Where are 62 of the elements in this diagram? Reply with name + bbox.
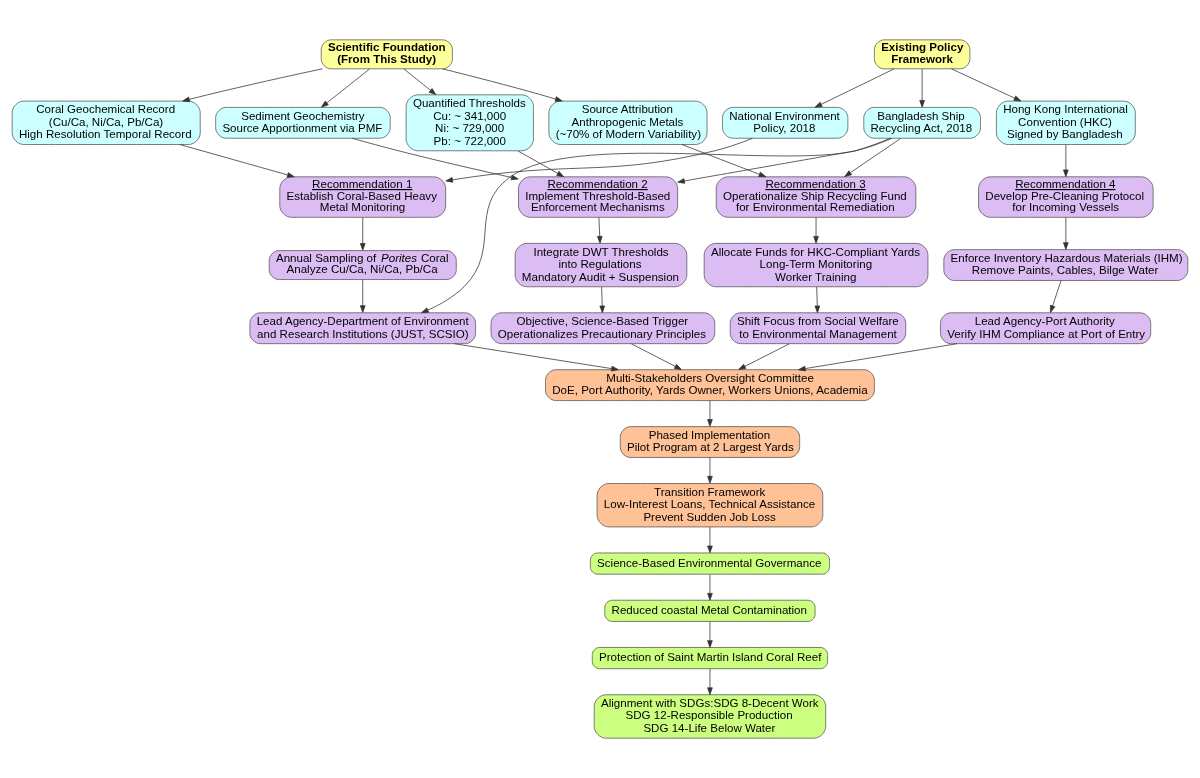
arrow — [798, 343, 958, 372]
arrow — [707, 457, 713, 484]
node-box: Reduced coastal Metal Contamination — [604, 599, 816, 622]
node-box: Recommendation 4 Develop Pre-Cleaning Protocol for Incoming Vessels — [978, 176, 1154, 218]
arrow — [421, 137, 893, 314]
node-box: Source Attribution Anthropogenic Metals (~70% of Modern Variability) — [548, 100, 708, 145]
node-box: Lead Agency-Port Authority Verify IHM Compliance at Port of Entry — [940, 312, 1152, 345]
node-box: Recommendation 3 Operationalize Ship Recycling Fund for Environmental Remediation — [715, 176, 917, 218]
arrow — [179, 144, 295, 178]
arrow — [442, 68, 563, 102]
arrow — [321, 68, 370, 108]
node-box: Existing Policy Framework — [874, 39, 971, 70]
arrow — [681, 144, 767, 178]
arrow — [844, 138, 902, 177]
node-box: Scientific Foundation (From This Study) — [320, 39, 453, 70]
arrow — [360, 279, 366, 313]
arrow — [599, 286, 605, 314]
arrow — [352, 137, 519, 181]
arrow — [1063, 217, 1069, 250]
node-box: Coral Geochemical Record (Cu/Ca, Ni/Ca, Pb/Ca) High Resolution Temporal Record — [11, 100, 201, 145]
node-box: Objective, Science-Based Trigger Operationalizes Precautionary Principles — [490, 312, 716, 345]
node-box: Lead Agency-Department of Environment and Research Institutions (JUST, SCSIO) — [249, 312, 476, 345]
arrow — [597, 217, 603, 244]
node-box: Phased Implementation Pilot Program at 2 Largest Yards — [619, 426, 801, 458]
node-box: National Environment Policy, 2018 — [722, 107, 849, 139]
arrow — [707, 526, 713, 554]
arrow — [360, 217, 366, 251]
arrow — [677, 137, 891, 184]
node-box: Shift Focus from Social Welfare to Environmental Management — [729, 312, 907, 345]
arrow — [182, 68, 323, 103]
node-box: Quantified Thresholds Cu: ~ 341,000 Ni: ~ 729,000 Pb: ~ 722,000 — [405, 94, 534, 152]
node-box: Recommendation 2 Implement Threshold-Based Enforcement Mechanisms — [518, 176, 679, 218]
arrow — [445, 137, 753, 183]
node-box: Science-Based Environmental Govermance — [589, 552, 830, 575]
arrow — [951, 68, 1022, 102]
arrow — [707, 621, 713, 648]
node-box: Annual Sampling of Porites Coral Analyze Cu/Ca, Ni/Ca, Pb/Ca — [268, 250, 457, 280]
arrow — [814, 286, 821, 314]
arrow — [630, 343, 682, 370]
node-box: Sediment Geochemistry Source Apportionment via PMF — [215, 107, 391, 139]
arrow — [403, 68, 437, 95]
node-box: Integrate DWT Thresholds into Regulations Mandatory Audit + Suspension — [514, 242, 688, 288]
arrow — [707, 574, 713, 601]
node-box: Protection of Saint Martin Island Coral Reef — [591, 647, 828, 670]
arrow — [738, 343, 790, 370]
arrow — [707, 400, 713, 427]
arrow — [814, 68, 895, 108]
node-box: Transition Framework Low-Interest Loans, Technical Assistance Prevent Sudden Job Loss — [596, 483, 824, 528]
node-box: Hong Kong International Convention (HKC) Signed by Bangladesh — [996, 100, 1136, 145]
node-box: Allocate Funds for HKC-Compliant Yards Long-Term Monitoring Worker Training — [703, 242, 929, 288]
arrow — [707, 668, 713, 695]
arrow — [517, 150, 565, 178]
arrow — [919, 68, 925, 108]
arrow — [1063, 144, 1069, 178]
arrow — [1050, 280, 1062, 313]
node-box: Bangladesh Ship Recycling Act, 2018 — [863, 107, 981, 139]
node-box: Alignment with SDGs:SDG 8-Decent Work SDG 12-Responsible Production SDG 14-Life Below Water — [593, 694, 827, 739]
node-box: Multi-Stakeholders Oversight Committee DoE, Port Authority, Yards Owner, Workers Unions, Academia — [545, 369, 875, 401]
arrow — [813, 217, 819, 244]
node-box: Recommendation 1 Establish Coral-Based Heavy Metal Monitoring — [279, 176, 447, 218]
node-box: Enforce Inventory Hazardous Materials (IHM) Remove Paints, Cables, Bilge Water — [943, 249, 1189, 281]
arrow — [454, 343, 619, 372]
